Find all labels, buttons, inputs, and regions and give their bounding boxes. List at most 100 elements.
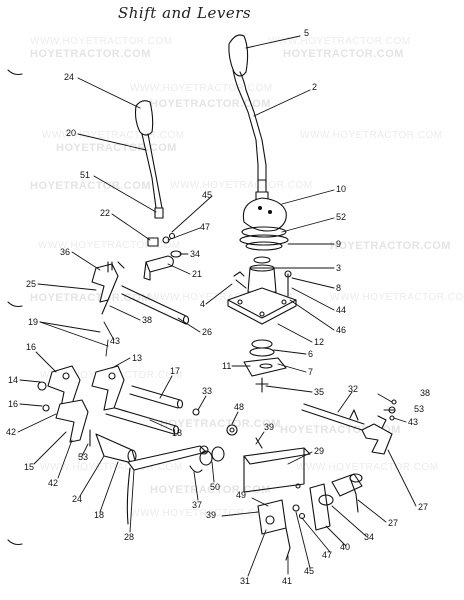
callout-5: 5 <box>304 28 309 38</box>
callout-12: 12 <box>314 337 324 347</box>
watermark: WWW.HOYETRACTOR.COM <box>130 508 273 519</box>
bottom-right-assembly <box>257 473 363 561</box>
callout-3: 3 <box>336 263 341 273</box>
watermark: HOYETRACTOR.COM <box>283 48 404 60</box>
watermark: WWW.HOYETRACTOR.COM <box>150 292 293 303</box>
watermark: WWW.HOYETRACTOR.COM <box>40 462 183 473</box>
callout-14: 14 <box>8 375 18 385</box>
callout-38b: 38 <box>420 388 430 398</box>
callout-30: 29 <box>314 446 324 456</box>
watermark: HOYETRACTOR.COM <box>30 48 151 60</box>
callout-45b: 45 <box>304 566 314 576</box>
shift-fork-upper <box>91 261 125 315</box>
callout-45: 45 <box>202 190 212 200</box>
page-title: Shift and Levers <box>118 4 252 22</box>
callout-8: 8 <box>336 283 341 293</box>
callout-11: 11 <box>222 361 231 371</box>
callout-39: 39 <box>264 422 274 432</box>
callout-22: 21 <box>192 269 202 279</box>
page-edge-mark <box>7 301 23 308</box>
callout-26: 26 <box>202 327 212 337</box>
callout-labels: 5 2 24 20 51 10 52 9 3 8 44 46 12 6 7 11… <box>6 28 430 586</box>
tower-lower-parts <box>243 339 287 393</box>
callout-20: 19 <box>28 317 38 327</box>
callout-16: 16 <box>26 342 36 352</box>
watermark: WWW.HOYETRACTOR.COM <box>42 130 185 141</box>
page-edge-mark <box>7 539 23 546</box>
long-lever <box>126 445 209 525</box>
main-shift-lever <box>228 34 269 201</box>
callout-15: 15 <box>24 462 34 472</box>
callout-17: 17 <box>170 366 180 376</box>
callout-34b: 34 <box>364 532 374 542</box>
watermark: WWW.HOYETRACTOR.COM <box>30 36 173 47</box>
callout-42: 42 <box>6 427 16 437</box>
callout-28: 27 <box>388 518 398 528</box>
shift-boot <box>239 197 289 251</box>
callout-23: 22 <box>100 208 110 218</box>
callout-31: 31 <box>240 576 250 586</box>
callout-38: 38 <box>142 315 152 325</box>
callout-13: 13 <box>132 353 142 363</box>
callout-40: 40 <box>340 542 350 552</box>
callout-41: 41 <box>282 576 292 586</box>
linkage-parts <box>143 232 182 281</box>
watermark: HOYETRACTOR.COM <box>30 180 151 192</box>
leader-lines <box>17 35 417 577</box>
callout-35: 35 <box>314 387 324 397</box>
callout-24b: 24 <box>72 494 82 504</box>
secondary-lever <box>134 100 164 219</box>
watermark: HOYETRACTOR.COM <box>150 484 271 496</box>
callout-49: 50 <box>210 482 220 492</box>
watermark: WWW.HOYETRACTOR.COM <box>130 83 273 94</box>
callout-29: 28 <box>124 532 134 542</box>
callout-43b: 43 <box>408 417 418 427</box>
callout-47: 47 <box>200 222 210 232</box>
callout-48b: 49 <box>236 490 246 500</box>
callout-6: 6 <box>308 349 313 359</box>
callout-36: 36 <box>60 247 70 257</box>
callout-4: 4 <box>200 299 205 309</box>
callout-34: 34 <box>190 249 200 259</box>
callout-19: 18 <box>94 510 104 520</box>
small-fasteners <box>189 408 238 473</box>
callout-37: 37 <box>192 500 202 510</box>
watermark: WWW.HOYETRACTOR.COM <box>296 462 439 473</box>
watermark: WWW.HOYETRACTOR.COM <box>330 292 464 303</box>
callout-43: 43 <box>110 336 120 346</box>
callout-53: 53 <box>414 404 424 414</box>
callout-25: 25 <box>26 279 36 289</box>
callout-47b: 47 <box>322 550 332 560</box>
callout-24: 24 <box>64 72 74 82</box>
shift-rods <box>105 285 190 435</box>
watermark: HOYETRACTOR.COM <box>160 418 281 430</box>
watermark: HOYETRACTOR.COM <box>330 240 451 252</box>
callout-7: 7 <box>308 367 313 377</box>
watermark: HOYETRACTOR.COM <box>150 98 271 110</box>
callout-48: 48 <box>234 402 244 412</box>
callout-10: 10 <box>336 184 346 194</box>
callout-32: 32 <box>348 384 358 394</box>
watermark: WWW.HOYETRACTOR.COM <box>170 180 313 191</box>
callout-18: 18 <box>172 428 182 438</box>
watermark: WWW.HOYETRACTOR.COM <box>38 240 181 251</box>
callout-21: 20 <box>66 128 76 138</box>
watermark: HOYETRACTOR.COM <box>30 292 151 304</box>
callout-50: 51 <box>80 170 90 180</box>
callout-52: 53 <box>78 452 88 462</box>
callout-42b: 42 <box>48 478 58 488</box>
callout-27: 27 <box>418 502 428 512</box>
callout-51: 52 <box>336 212 346 222</box>
callout-44: 44 <box>336 305 346 315</box>
watermark: WWW.HOYETRACTOR.COM <box>300 130 443 141</box>
callout-2: 2 <box>312 82 317 92</box>
callout-9: 9 <box>336 239 341 249</box>
shift-forks-lower <box>37 365 125 447</box>
callout-39b: 39 <box>206 510 216 520</box>
callout-46: 46 <box>336 325 346 335</box>
callout-16b: 16 <box>8 399 18 409</box>
callout-33: 33 <box>202 386 212 396</box>
cross-bar <box>243 437 311 493</box>
